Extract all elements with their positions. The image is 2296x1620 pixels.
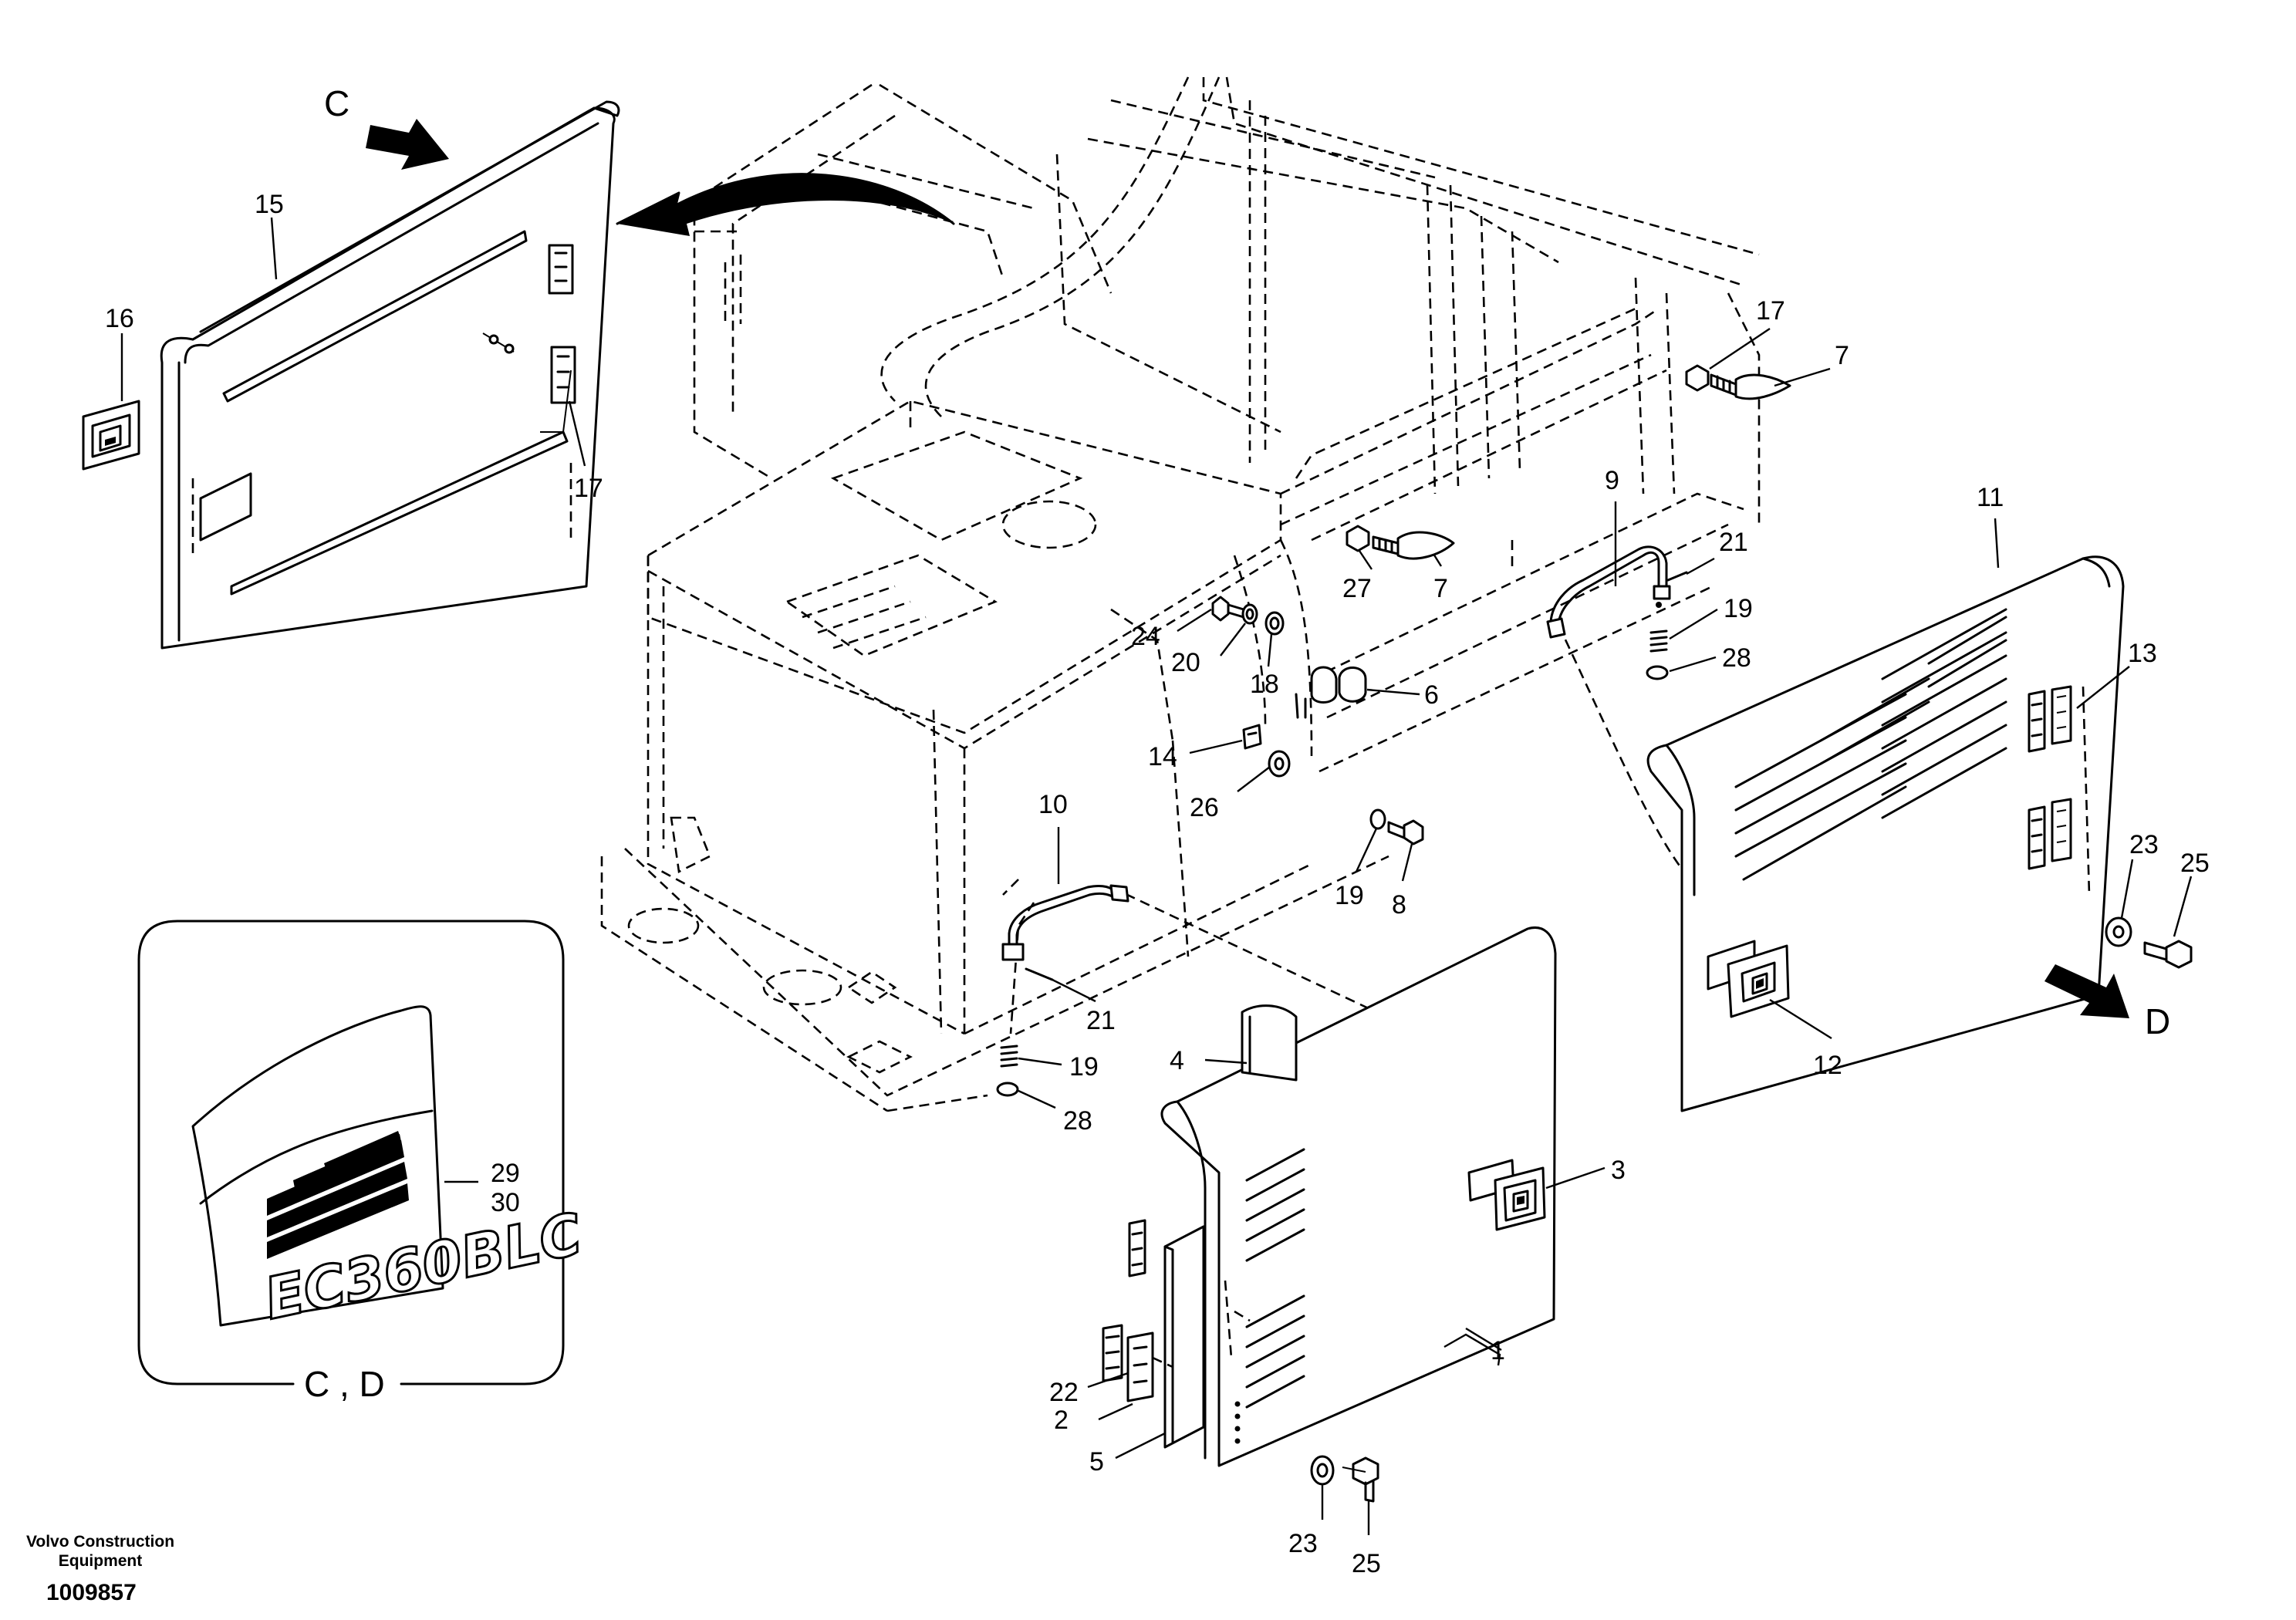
company-name-line2: Equipment (59, 1552, 143, 1570)
callout-28-lower: 28 (1063, 1106, 1092, 1136)
callout-20: 20 (1171, 648, 1200, 677)
callout-6: 6 (1424, 680, 1439, 710)
louvre-slots-right (1734, 608, 2007, 881)
handle-16 (82, 400, 140, 471)
callout-11: 11 (1977, 483, 2004, 512)
louvre-slots-left (1245, 1148, 1305, 1409)
callout-14: 14 (1148, 742, 1177, 771)
left-side-door-1 (1160, 926, 1557, 1467)
callout-18: 18 (1250, 670, 1279, 699)
drawing-number: 1009857 (46, 1580, 137, 1605)
company-name-line1: Volvo Construction (26, 1533, 174, 1551)
callout-26: 26 (1190, 793, 1219, 822)
callout-7-center: 7 (1433, 574, 1448, 603)
callout-21-upper: 21 (1719, 528, 1748, 557)
detail-box: EC360BLC (137, 920, 589, 1385)
leader-lines (120, 217, 2193, 1535)
callout-22: 22 (1049, 1378, 1079, 1407)
callout-29: 29 (491, 1159, 520, 1188)
detail-view-label: C , D (304, 1364, 385, 1404)
callout-19-mid: 19 (1335, 881, 1364, 910)
machine-frame-hidden-lines (600, 76, 2023, 1361)
callout-28-upper: 28 (1722, 643, 1751, 673)
seal-strip-5 (1163, 1225, 1205, 1449)
callout-13: 13 (2128, 639, 2157, 668)
view-c-arrow (366, 119, 449, 170)
callout-19-lower: 19 (1069, 1052, 1099, 1082)
callout-8: 8 (1392, 890, 1406, 920)
callout-25-lower: 25 (1352, 1549, 1381, 1578)
callout-labels: 1 2 3 4 5 6 7 7 8 9 10 11 12 13 14 15 16… (105, 190, 2210, 1578)
callout-5: 5 (1089, 1447, 1104, 1477)
callout-15: 15 (255, 190, 284, 219)
open-swing-arrow (616, 173, 955, 236)
callout-23-lower: 23 (1288, 1529, 1318, 1558)
footer-block: Volvo Construction Equipment 1009857 (26, 1533, 174, 1605)
callout-3: 3 (1611, 1156, 1626, 1185)
callout-9: 9 (1605, 466, 1619, 495)
callout-1: 1 (1491, 1336, 1505, 1365)
hardware (996, 364, 2193, 1503)
view-c-label: C (324, 83, 349, 123)
callout-16: 16 (105, 304, 134, 333)
view-d-label: D (2145, 1001, 2170, 1041)
callout-21-lower: 21 (1086, 1006, 1116, 1035)
right-side-door-11 (1646, 555, 2125, 1112)
callout-2: 2 (1054, 1406, 1069, 1435)
decal-panel: EC360BLC (191, 1005, 589, 1334)
bracket-4 (1241, 1004, 1298, 1082)
view-d-arrow (2044, 964, 2129, 1018)
decal-grille (267, 1131, 409, 1259)
callout-25-right: 25 (2180, 849, 2210, 878)
callout-27: 27 (1342, 574, 1372, 603)
callout-24: 24 (1131, 622, 1160, 651)
callout-19-upper: 19 (1724, 594, 1753, 623)
callout-10: 10 (1038, 790, 1068, 819)
callout-4: 4 (1170, 1046, 1184, 1075)
callout-30: 30 (491, 1188, 520, 1217)
rear-cover-panel (160, 100, 620, 650)
callout-7-upper: 7 (1835, 341, 1849, 370)
callout-23-right: 23 (2129, 830, 2159, 859)
hinges-left (1102, 1219, 1251, 1402)
callout-12: 12 (1813, 1051, 1842, 1080)
callout-17-left: 17 (574, 474, 603, 503)
callout-17-right: 17 (1756, 296, 1785, 326)
